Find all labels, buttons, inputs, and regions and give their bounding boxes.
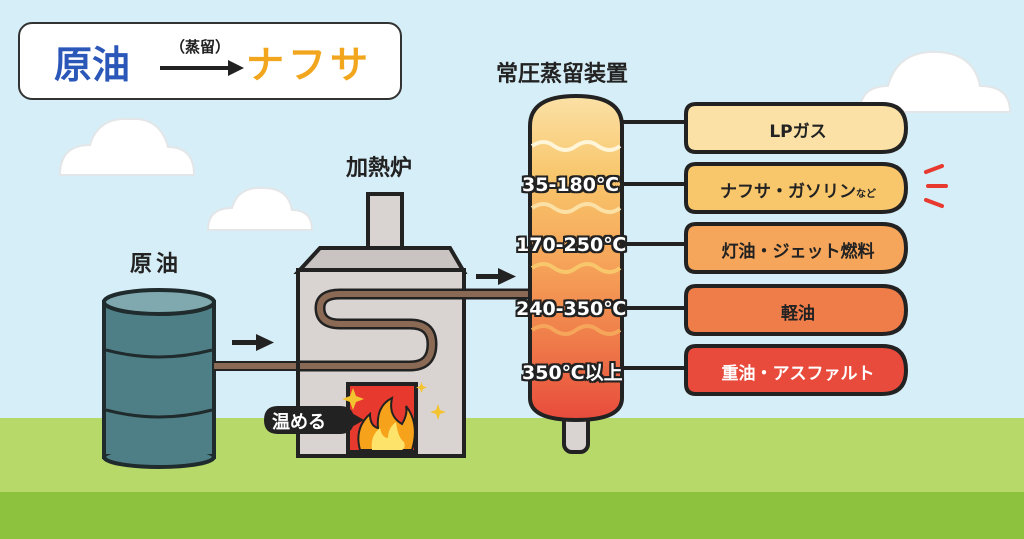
arrow-right-icon	[476, 268, 516, 285]
title-process: （蒸留）	[170, 38, 231, 56]
product-kerosene: 灯油・ジェット燃料	[690, 237, 906, 262]
title-source: 原油	[54, 43, 131, 87]
product-naphtha-name: ナフサ・ガソリン	[720, 182, 856, 202]
arrow-right-icon	[232, 334, 274, 351]
product-heavy-oil-name: 重油・アスファルト	[721, 364, 875, 384]
grass-strip	[0, 492, 1024, 539]
product-diesel-name: 軽油	[781, 304, 815, 324]
distillation-tower	[528, 93, 624, 423]
furnace-chimney	[366, 192, 404, 254]
pill-heavy-oil	[684, 344, 909, 396]
title-box: 原油 （蒸留） ナフサ	[18, 22, 402, 100]
product-heavy-oil: 重油・アスファルト	[690, 359, 906, 384]
product-naphtha-suffix: など	[856, 189, 876, 200]
pill-naphtha	[684, 162, 909, 214]
temp-diesel: 240-350℃	[516, 298, 627, 320]
product-lpg: LPガス	[690, 117, 906, 142]
crude-oil-label: 原油	[130, 252, 183, 277]
heat-label: 温める	[272, 412, 326, 433]
product-diesel: 軽油	[690, 299, 906, 324]
pill-lpg	[684, 102, 909, 154]
cloud-icon	[58, 117, 196, 176]
title-product: ナフサ	[246, 43, 373, 87]
furnace-label: 加熱炉	[346, 156, 413, 181]
temp-heavy-oil: 350℃以上	[522, 362, 623, 384]
pill-kerosene	[684, 222, 909, 274]
emphasis-lines-icon	[924, 164, 948, 208]
product-naphtha: ナフサ・ガソリンなど	[690, 177, 906, 202]
temp-naphtha: 35-180℃	[522, 174, 619, 196]
product-kerosene-name: 灯油・ジェット燃料	[721, 242, 875, 262]
product-lpg-name: LPガス	[769, 122, 827, 142]
pill-diesel	[684, 284, 909, 336]
cloud-icon	[206, 186, 314, 231]
heat-bubble	[264, 406, 364, 434]
sparkle-icon	[342, 382, 446, 420]
arrow-right-icon	[160, 60, 244, 76]
temp-kerosene: 170-250℃	[516, 234, 627, 256]
tower-label: 常圧蒸留装置	[496, 62, 629, 87]
flame-icon	[357, 396, 416, 451]
cloud-icon	[858, 50, 1012, 113]
crude-oil-barrel	[102, 288, 216, 469]
